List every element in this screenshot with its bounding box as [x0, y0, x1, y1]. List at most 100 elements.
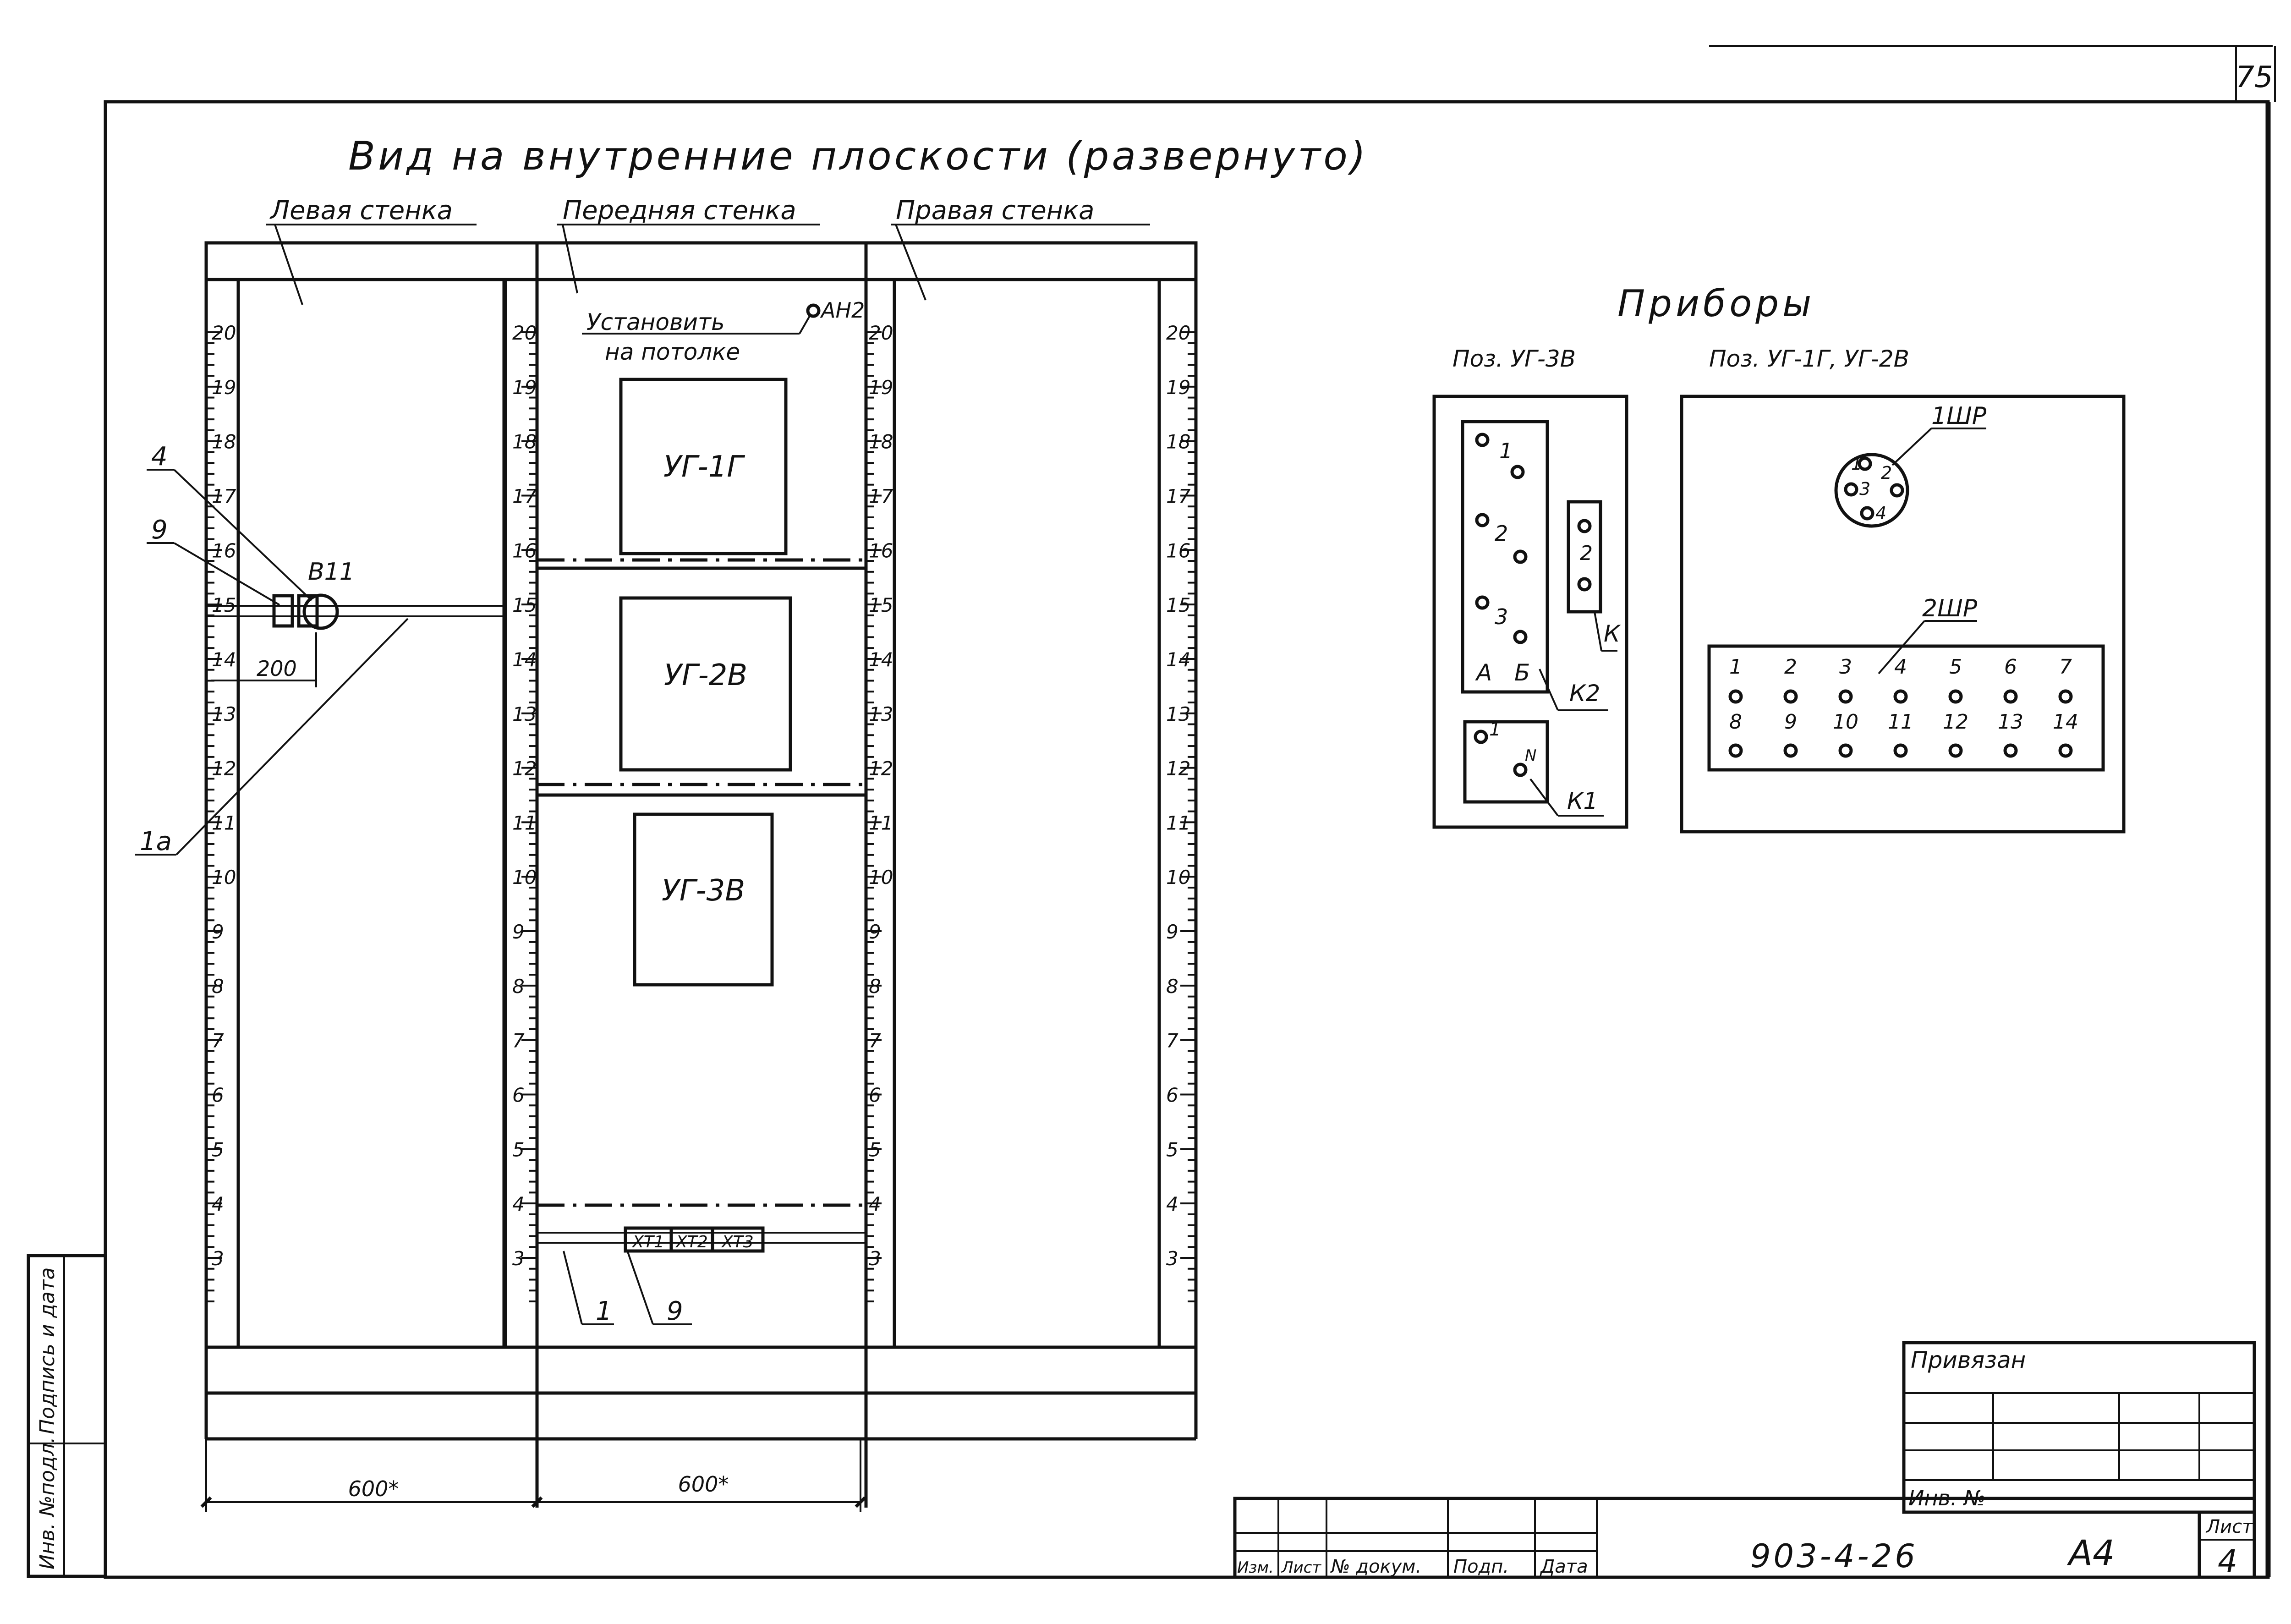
ruler-label: 20 — [512, 322, 537, 344]
ruler-label: 16 — [869, 539, 893, 562]
k-label: К — [1604, 620, 1621, 647]
connector-2-pin-hole — [1838, 743, 1853, 758]
ruler-label: 7 — [212, 1030, 224, 1052]
ruler-label: 12 — [512, 757, 537, 780]
connector-1-pin-hole — [1890, 483, 1904, 498]
ruler-label: 11 — [1166, 812, 1190, 834]
connector-2-pin-label: 1 — [1729, 655, 1742, 679]
ruler-label: 17 — [212, 485, 236, 507]
ruler-label: 5 — [212, 1138, 224, 1161]
front-wall-devices — [537, 378, 866, 1253]
ruler-label: 8 — [1166, 975, 1178, 998]
sheet-number: 75 — [2236, 60, 2273, 94]
ruler-label: 15 — [1166, 594, 1190, 616]
ruler-label: 17 — [1166, 485, 1191, 507]
k1-label: К1 — [1567, 788, 1598, 814]
ruler-label: 18 — [212, 431, 236, 453]
unfolded-walls — [204, 241, 1198, 1508]
ruler-label: 12 — [212, 757, 236, 780]
ruler-label: 6 — [1166, 1084, 1178, 1107]
label-an2: АН2 — [820, 298, 865, 323]
connector-2-pin-hole — [1728, 743, 1743, 758]
connector-1-pin-hole — [1858, 456, 1872, 471]
side-stamp-inv: Инв. №подл. — [36, 1437, 59, 1569]
ruler-label: 7 — [512, 1030, 525, 1052]
connector-2-pin-hole — [1783, 689, 1798, 704]
wall-header-right: Правая стенка — [896, 196, 1094, 225]
ruler-label: 8 — [212, 975, 224, 998]
ruler-label: 12 — [1166, 757, 1190, 780]
ruler-label: 13 — [1166, 703, 1190, 725]
connector-2-pin-hole — [2003, 689, 2018, 704]
k1-pin-1: 1 — [1489, 719, 1501, 740]
ruler-label: 4 — [512, 1193, 525, 1215]
tb-col-doc: № докум. — [1330, 1556, 1421, 1577]
k2-label: К2 — [1569, 680, 1600, 707]
ruler-label: 8 — [512, 975, 525, 998]
tb-code: 903-4-26 — [1750, 1537, 1918, 1575]
ruler-label: 19 — [869, 376, 893, 399]
wall-header-front: Передняя стенка — [563, 196, 796, 225]
k-pin-2: 2 — [1580, 542, 1593, 565]
ruler-label: 3 — [212, 1247, 224, 1270]
left-wall-rail — [206, 593, 505, 687]
k2-col-b: Б — [1514, 659, 1530, 686]
k2-col-a: А — [1475, 659, 1492, 686]
page-title: Вид на внутренние плоскости (развернуто) — [348, 133, 1368, 179]
ruler-label: 9 — [212, 921, 224, 943]
connector-2-pin-hole — [2003, 743, 2018, 758]
device-ug1g: УГ-1Г — [663, 450, 745, 484]
ruler-label: 16 — [512, 539, 537, 562]
connector-1-pin-label: 1 — [1851, 454, 1862, 474]
dimension-left-600: 600* — [348, 1476, 399, 1501]
ruler-label: 9 — [869, 921, 881, 943]
instrument-ug3v — [1432, 395, 1628, 829]
bottom-dimension-lines — [200, 1439, 866, 1512]
ruler-label: 10 — [869, 866, 893, 889]
ruler-label: 9 — [512, 921, 525, 943]
connector-1-pin-hole — [1844, 482, 1858, 497]
connector-2-pin-hole — [1948, 743, 1963, 758]
connector-2shr: 2ШР — [1922, 595, 1978, 622]
ruler-label: 3 — [869, 1247, 881, 1270]
connector-1-pin-label: 4 — [1875, 503, 1886, 523]
ruler-label: 3 — [1166, 1247, 1178, 1270]
ruler-label: 14 — [869, 648, 893, 671]
device-v11: В11 — [308, 558, 355, 586]
connector-2-pin-label: 10 — [1833, 710, 1858, 734]
device-ug2v: УГ-2В — [664, 658, 747, 692]
connector-2-pin-hole — [1728, 689, 1743, 704]
instruments-title: Приборы — [1617, 282, 1815, 325]
ruler-label: 10 — [512, 866, 537, 889]
connector-2-pin-label: 6 — [2004, 655, 2017, 679]
ruler-label: 15 — [869, 594, 893, 616]
tb-sheet-label: Лист — [2205, 1516, 2253, 1537]
side-stamp — [27, 1254, 107, 1578]
ruler-label: 4 — [1166, 1193, 1178, 1215]
callout-1a: 1а — [140, 827, 172, 856]
callout-4: 4 — [151, 442, 168, 472]
k1-pin-n: N — [1525, 746, 1536, 765]
connector-2-pin-hole — [2058, 743, 2073, 758]
connector-2-pin-hole — [1948, 689, 1963, 704]
ruler-label: 14 — [212, 648, 236, 671]
ruler-scales: 2019181716151413121110987654320191817161… — [207, 322, 1195, 1303]
dimension-front-600: 600* — [678, 1472, 729, 1497]
wall-header-left: Левая стенка — [269, 196, 453, 225]
connector-2-pin-hole — [1838, 689, 1853, 704]
ruler-label: 20 — [212, 322, 236, 344]
ruler-label: 18 — [1166, 431, 1190, 453]
connector-2-pin-label: 3 — [1839, 655, 1852, 679]
ruler-label: 16 — [1166, 539, 1190, 562]
k2-pin-1: 1 — [1499, 439, 1513, 463]
terminal-xt3: ХТ3 — [721, 1233, 754, 1251]
ruler-label: 11 — [512, 812, 537, 834]
sheet-frame — [104, 45, 2276, 1579]
title-block — [1233, 1341, 2256, 1579]
ruler-label: 14 — [1166, 648, 1190, 671]
k2-pin-3: 3 — [1495, 604, 1508, 629]
ruler-label: 6 — [212, 1084, 224, 1107]
